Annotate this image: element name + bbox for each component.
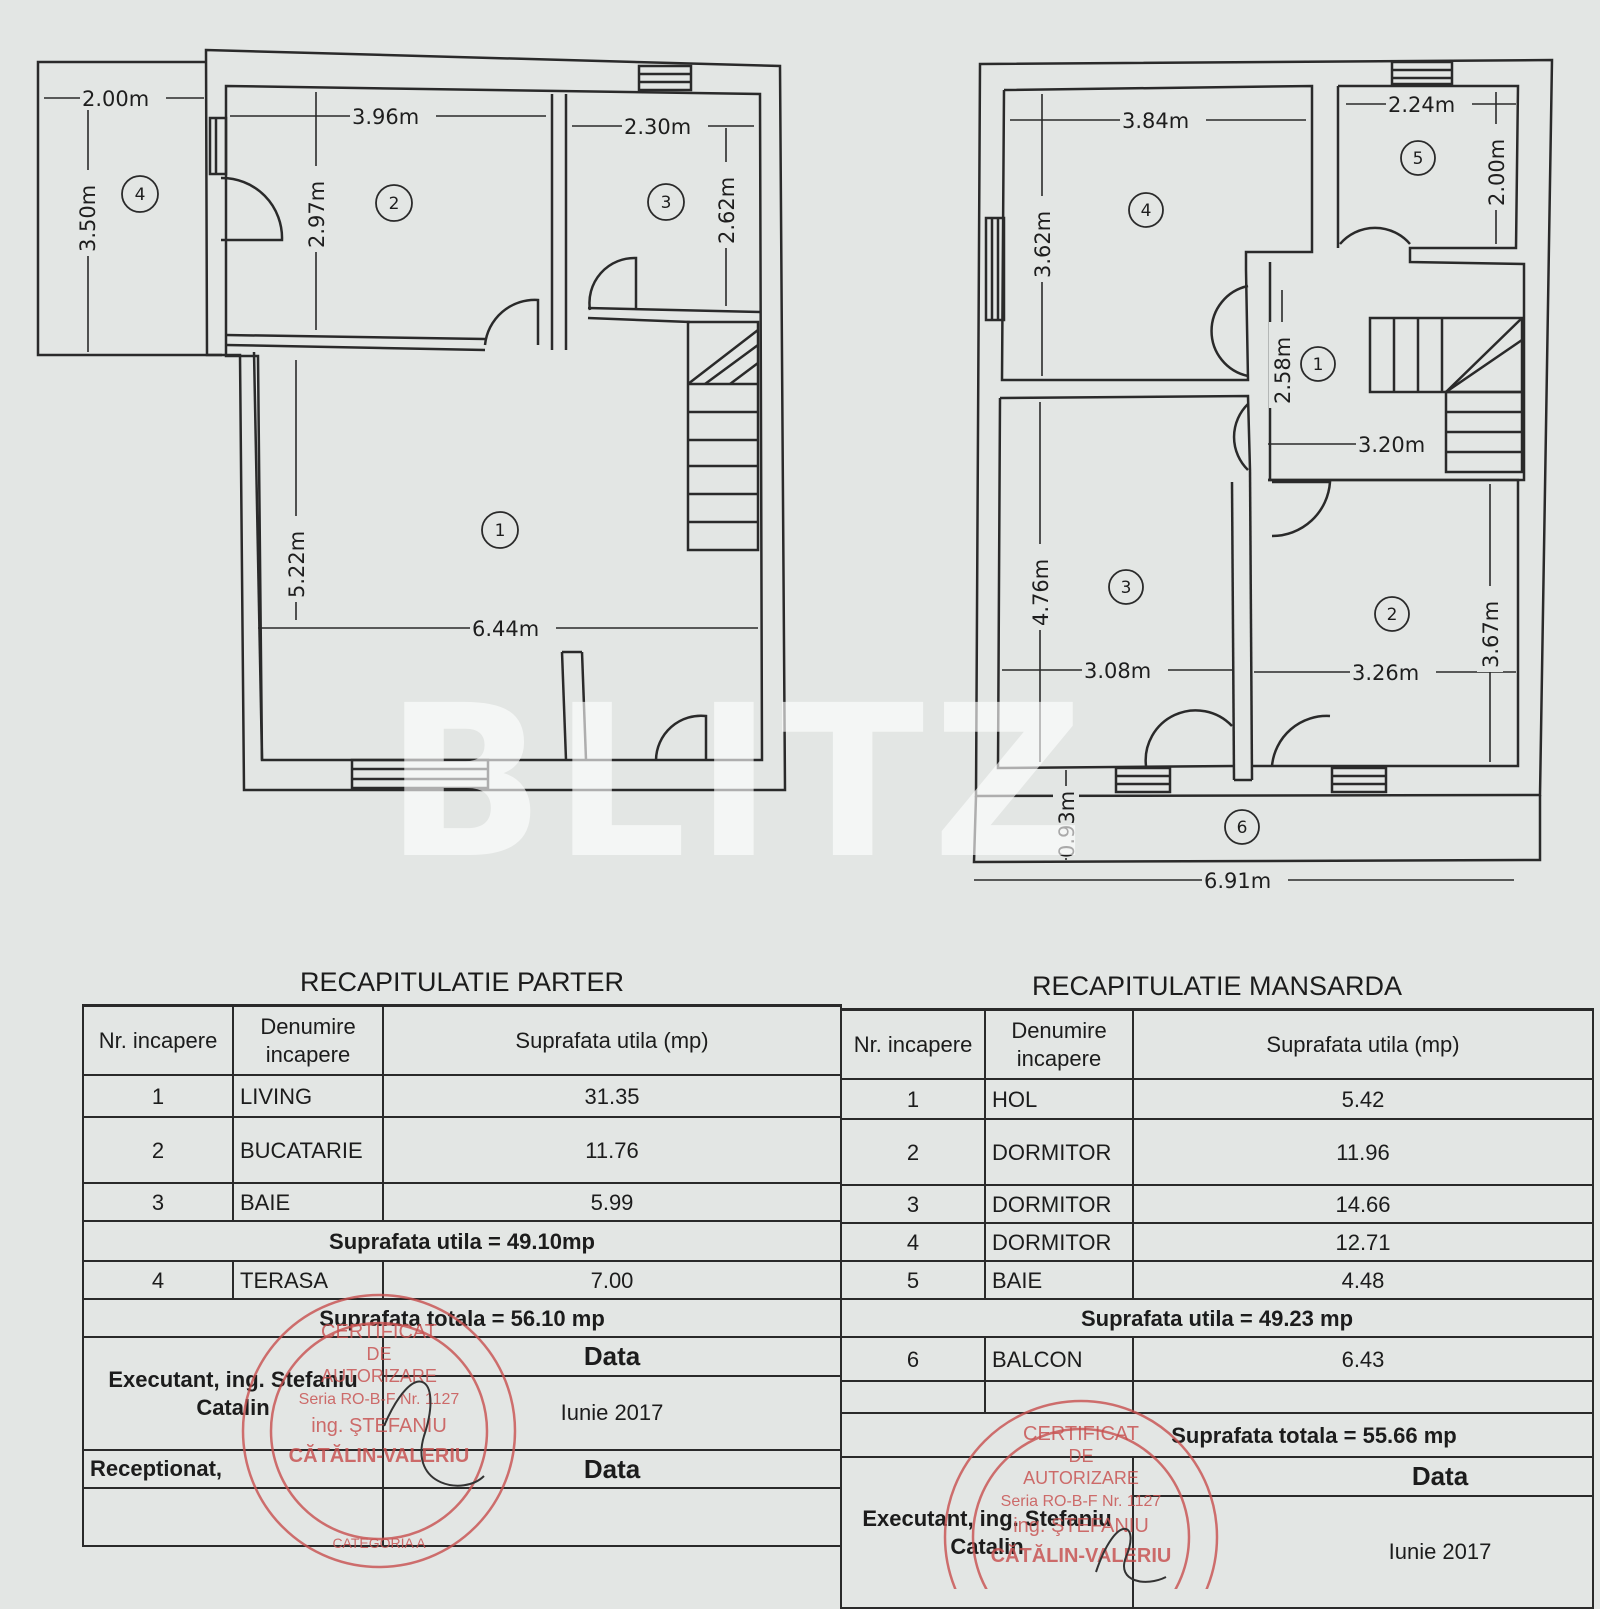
mansarda-summary-table: RECAPITULATIE MANSARDA Nr. incapere Denu… — [840, 968, 1594, 1609]
cell-area: 11.76 — [381, 1116, 843, 1185]
cell-nr: 2 — [840, 1118, 986, 1187]
cell-nr: 5 — [840, 1260, 986, 1301]
cell-nr: 4 — [840, 1222, 986, 1263]
dimension-label: 3.26m — [1352, 661, 1419, 685]
table-row: 6 BALCON 6.43 — [840, 1336, 1594, 1383]
dimension-label: 2.62m — [715, 177, 739, 244]
cell-area: 14.66 — [1132, 1184, 1594, 1225]
cell-name: LIVING — [232, 1074, 384, 1119]
parter-receptionat: Receptionat, — [82, 1448, 384, 1490]
cell-nr: 1 — [82, 1074, 234, 1119]
cell-name: HOL — [984, 1078, 1134, 1121]
cell-area: 5.42 — [1132, 1078, 1594, 1121]
dimension-label: 2.97m — [305, 181, 329, 248]
room-number: 1 — [495, 521, 506, 541]
parter-summary-table: RECAPITULATIE PARTER Nr. incapere Denumi… — [81, 964, 843, 1548]
cell-nr: 3 — [82, 1182, 234, 1223]
table-row: 3 DORMITOR 14.66 — [840, 1184, 1594, 1225]
dimension-label: 6.91m — [1204, 869, 1271, 893]
room-number: 4 — [1141, 201, 1152, 221]
dimension-label: 3.08m — [1084, 659, 1151, 683]
parter-data-label: Data — [381, 1336, 843, 1377]
room-number: 2 — [389, 194, 400, 214]
room-number: 4 — [135, 185, 146, 205]
dimension-label: 0.93m — [1055, 791, 1079, 858]
header-nr: Nr. incapere — [840, 1008, 986, 1081]
cell-name: BAIE — [232, 1182, 384, 1223]
mansarda-data-label: Data — [1132, 1456, 1594, 1497]
cell-name: BAIE — [984, 1260, 1134, 1301]
dimension-label: 2.30m — [624, 115, 691, 139]
cell-name: DORMITOR — [984, 1184, 1134, 1225]
cell-name: BUCATARIE — [232, 1116, 384, 1185]
parter-total: Suprafata totala = 56.10 mp — [81, 1298, 843, 1339]
floor-plans: 2.00m 3.96m 2.30m 3.50m 2.97m 2.62m 5.22… — [36, 48, 1554, 893]
parter-title: RECAPITULATIE PARTER — [83, 964, 842, 1007]
header-name: Denumire incapere — [984, 1008, 1134, 1081]
cell-name: BALCON — [984, 1336, 1134, 1383]
table-row: 2 DORMITOR 11.96 — [840, 1118, 1594, 1187]
parter-subtotal: Suprafata utila = 49.10mp — [81, 1220, 843, 1263]
room-number: 3 — [1121, 578, 1132, 598]
table-row: 5 BAIE 4.48 — [840, 1260, 1594, 1301]
ground-floor-walls — [36, 48, 787, 792]
parter-executant: Executant, ing. Stefaniu Catalin — [82, 1336, 384, 1451]
dimension-label: 2.58m — [1271, 337, 1295, 404]
dimension-label: 3.96m — [352, 105, 419, 129]
cell-name: TERASA — [232, 1260, 384, 1301]
table-row: 2 BUCATARIE 11.76 — [82, 1116, 843, 1185]
dimension-label: 3.62m — [1031, 211, 1055, 278]
room-number: 2 — [1387, 605, 1398, 625]
cell-nr: 4 — [82, 1260, 234, 1301]
table-row: 3 BAIE 5.99 — [82, 1182, 843, 1223]
cell-name: DORMITOR — [984, 1118, 1134, 1187]
table-row: 1 HOL 5.42 — [840, 1078, 1594, 1121]
cell-name: DORMITOR — [984, 1222, 1134, 1263]
room-number: 3 — [661, 193, 672, 213]
dimension-label: 3.50m — [76, 185, 100, 252]
dimension-label: 5.22m — [285, 531, 309, 598]
header-nr: Nr. incapere — [82, 1004, 234, 1077]
header-name: Denumire incapere — [232, 1004, 384, 1077]
header-area: Suprafata utila (mp) — [1132, 1008, 1594, 1081]
mansarda-date: Iunie 2017 — [1132, 1494, 1594, 1609]
mansarda-executant: Executant, ing. Stefaniu Catalin — [840, 1456, 1134, 1609]
parter-data-label-2: Data — [381, 1448, 843, 1490]
cell-nr: 3 — [840, 1184, 986, 1225]
table-row: 4 DORMITOR 12.71 — [840, 1222, 1594, 1263]
dimension-label: 2.00m — [1485, 139, 1509, 206]
dimension-label: 3.84m — [1122, 109, 1189, 133]
cell-area: 7.00 — [381, 1260, 843, 1301]
dimension-label: 2.00m — [82, 87, 149, 111]
dimension-label: 6.44m — [472, 617, 539, 641]
cell-area: 4.48 — [1132, 1260, 1594, 1301]
cell-area: 31.35 — [381, 1074, 843, 1119]
table-row: 1 LIVING 31.35 — [82, 1074, 843, 1119]
mansarda-title: RECAPITULATIE MANSARDA — [841, 968, 1593, 1011]
cell-nr: 6 — [840, 1336, 986, 1383]
dimension-label: 3.20m — [1358, 433, 1425, 457]
table-row: 4 TERASA 7.00 — [82, 1260, 843, 1301]
cell-nr: 1 — [840, 1078, 986, 1121]
header-area: Suprafata utila (mp) — [381, 1004, 843, 1077]
dimension-label: 2.24m — [1388, 93, 1455, 117]
room-number: 6 — [1237, 818, 1248, 838]
parter-date: Iunie 2017 — [381, 1374, 843, 1451]
cell-area: 12.71 — [1132, 1222, 1594, 1263]
cell-area: 6.43 — [1132, 1336, 1594, 1383]
attic-walls — [972, 58, 1554, 864]
room-number: 1 — [1313, 355, 1324, 375]
cell-area: 11.96 — [1132, 1118, 1594, 1187]
room-number: 5 — [1413, 149, 1424, 169]
dimension-label: 4.76m — [1029, 559, 1053, 626]
mansarda-total: Suprafata totala = 55.66 mp — [840, 1412, 1594, 1459]
cell-area: 5.99 — [381, 1182, 843, 1223]
cell-nr: 2 — [82, 1116, 234, 1185]
dimension-label: 3.67m — [1479, 601, 1503, 668]
mansarda-subtotal: Suprafata utila = 49.23 mp — [840, 1298, 1594, 1339]
